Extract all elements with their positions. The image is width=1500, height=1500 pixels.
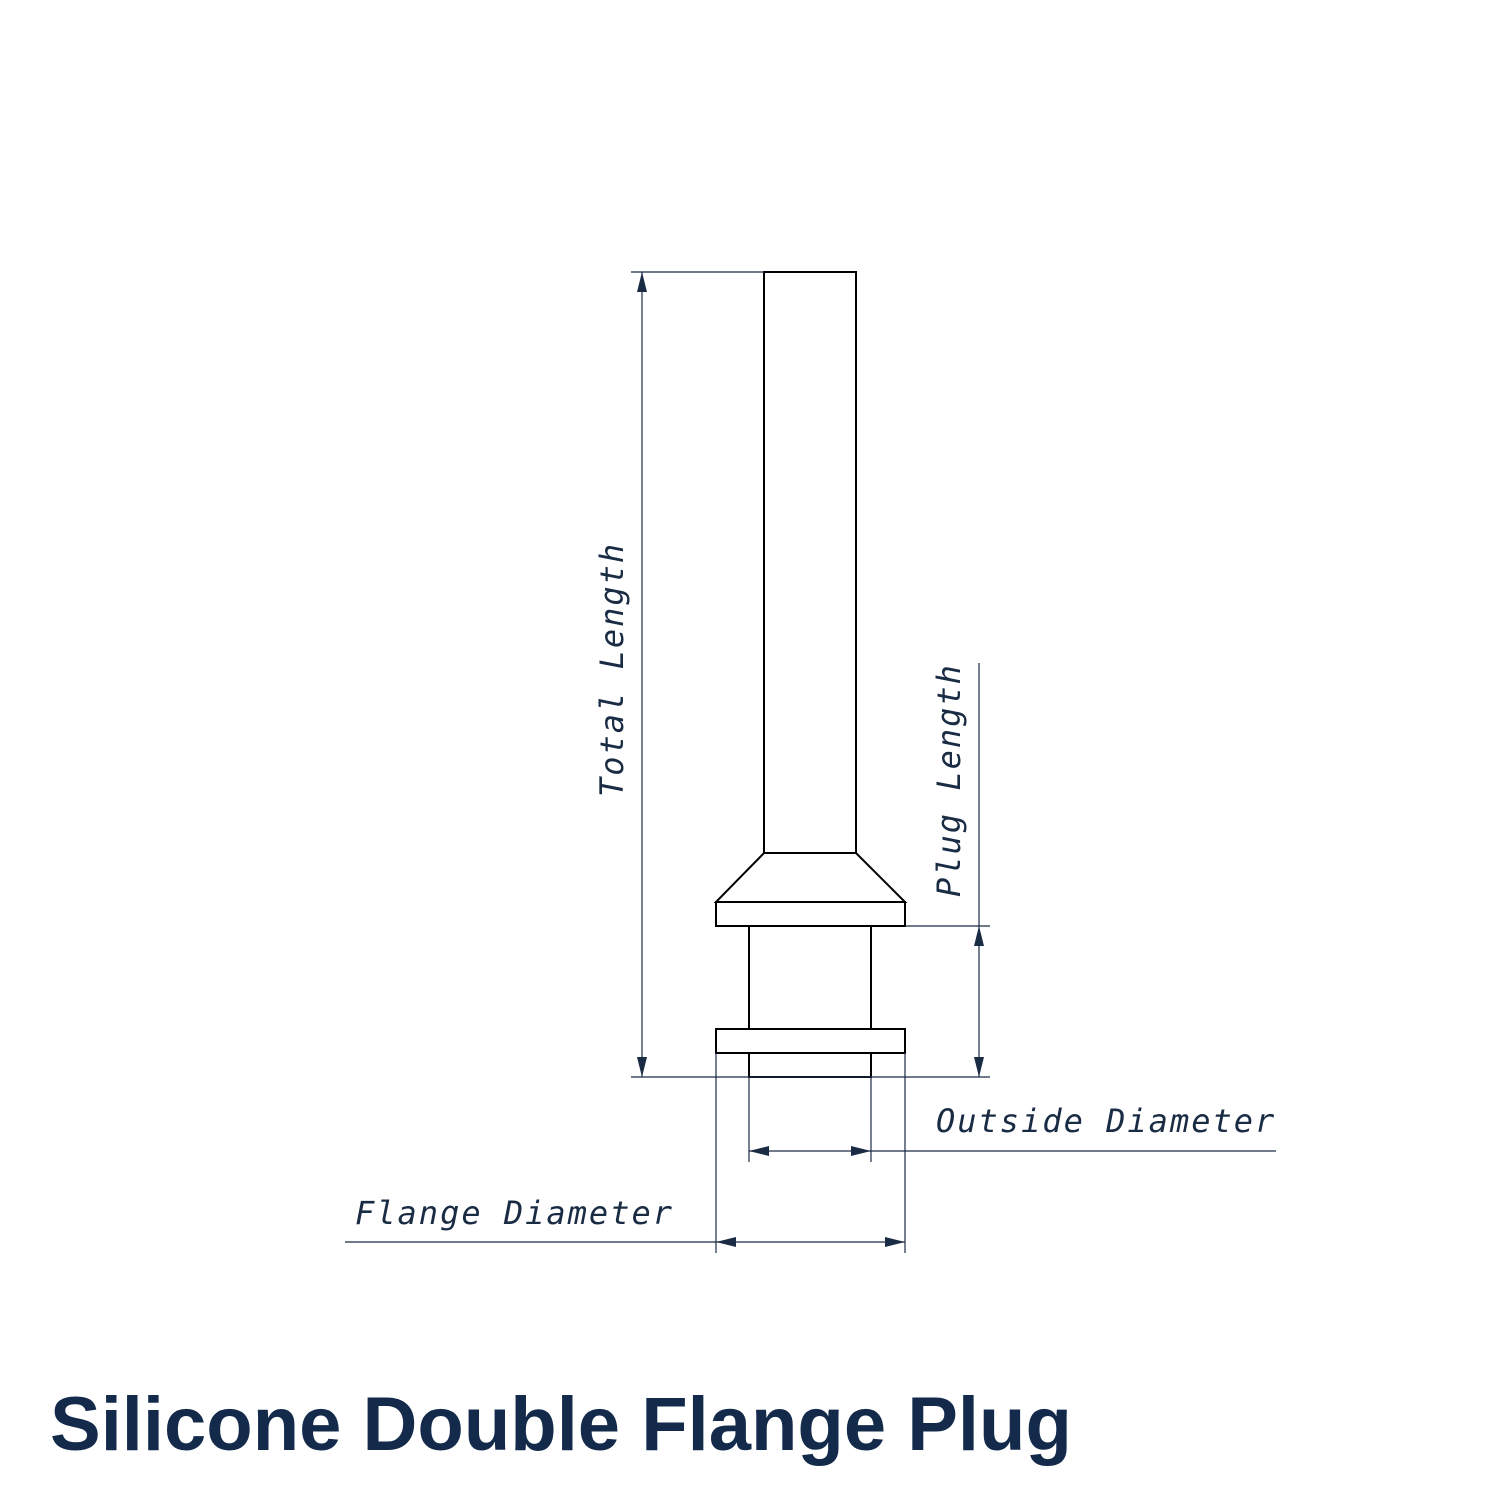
plug-length-arrow-top (974, 926, 984, 946)
outside-diameter-dimension: Outside Diameter (748, 1077, 1276, 1162)
plug-body (748, 925, 872, 1030)
outside-diameter-label: Outside Diameter (936, 1102, 1276, 1140)
plug-length-arrow-bottom (974, 1057, 984, 1077)
plug-part-outline (713, 271, 908, 1078)
upper-shaft (763, 271, 857, 854)
outside-diameter-arrow-left (749, 1146, 769, 1156)
upper-flange (715, 901, 906, 927)
page-title: Silicone Double Flange Plug (50, 1382, 1072, 1467)
lower-flange (715, 1028, 906, 1054)
total-length-arrow-top (637, 272, 647, 292)
total-length-label: Total Length (593, 542, 631, 797)
total-length-dimension: Total Length (593, 271, 990, 1078)
flange-diameter-dimension: Flange Diameter (345, 1053, 906, 1253)
plug-length-label: Plug Length (930, 663, 968, 897)
flange-diameter-label: Flange Diameter (355, 1194, 674, 1232)
plug-length-dimension: Plug Length (905, 663, 990, 1077)
total-length-arrow-bottom (637, 1057, 647, 1077)
flange-diameter-arrow-left (716, 1237, 736, 1247)
outside-diameter-arrow-right (851, 1146, 871, 1156)
plug-tip (748, 1052, 872, 1078)
flange-diameter-arrow-right (885, 1237, 905, 1247)
tapered-transition (713, 852, 908, 903)
